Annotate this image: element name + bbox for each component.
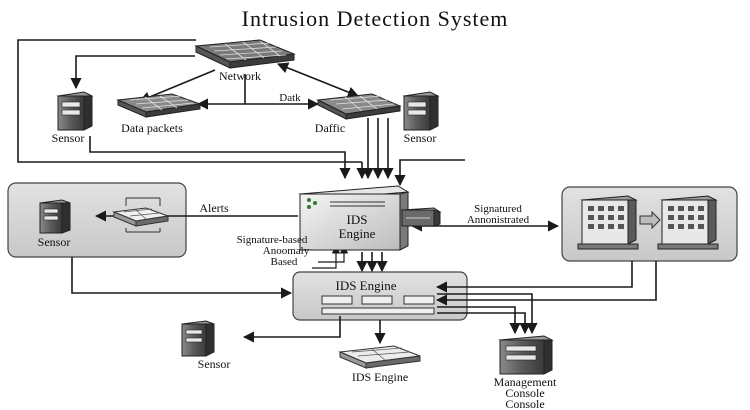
ids-engine-bottom-icon [338, 345, 421, 369]
link-signature-1 [312, 245, 341, 269]
center-slot-1 [321, 295, 353, 305]
label-ids-engine-center: IDS Engine [335, 278, 396, 293]
label-ids-engine-bottom: IDS Engine [352, 370, 408, 384]
label-signatured-2: Annonistrated [467, 214, 530, 226]
sensor-panel-icon [39, 199, 71, 234]
label-ids-engine-main-2: Engine [339, 226, 376, 241]
daffic-switch-icon [316, 93, 402, 120]
link-center-mgmt-2 [437, 312, 531, 335]
data-packets-switch-icon [116, 93, 201, 118]
center-slot-2 [361, 295, 393, 305]
link-sensor-panel-center [71, 257, 293, 299]
sensor-bottom-icon [181, 320, 215, 357]
label-datk: Datk [279, 92, 301, 104]
label-sensor-bottom: Sensor [198, 357, 231, 371]
diagram-title: Intrusion Detection System [242, 6, 509, 31]
link-signature-2 [318, 245, 349, 263]
management-console-icon [498, 335, 554, 375]
label-alerts: Alerts [199, 201, 229, 215]
label-network: Network [219, 69, 261, 83]
link-sensor-tl-engine [89, 136, 351, 180]
label-data-packets: Data packets [121, 121, 183, 135]
label-signature-1: Signature-based [237, 234, 308, 246]
center-slot-3 [403, 295, 435, 305]
link-network-daffic [276, 62, 360, 98]
label-ids-engine-main-1: IDS [347, 212, 368, 227]
link-top-loop [17, 39, 362, 163]
sensor-top-left-icon [56, 91, 94, 131]
link-right-loop [394, 159, 465, 187]
label-signature-2: Anoomaly [263, 245, 310, 257]
label-sensor-left-panel: Sensor [38, 235, 71, 249]
label-mgmt-2: Console [505, 386, 544, 400]
panel-switch-icon [112, 197, 169, 233]
label-sensor-top-right: Sensor [404, 131, 437, 145]
label-signatured-1: Signatured [474, 203, 522, 215]
label-daffic: Daffic [315, 121, 345, 135]
link-console-center-2 [435, 261, 657, 306]
label-mgmt-3: Console [505, 397, 544, 410]
ids-engine-main-icon [298, 185, 410, 251]
label-mgmt-1: Management [494, 375, 557, 389]
label-sensor-top-left: Sensor [52, 131, 85, 145]
link-console-center-1 [435, 261, 633, 293]
console-transfer-arrow [639, 210, 661, 230]
center-slot-bar [321, 307, 435, 315]
link-network-sensor [70, 55, 195, 90]
network-switch-icon [194, 39, 296, 69]
link-center-mgmt-1 [437, 306, 521, 335]
storage-drive-icon [400, 207, 442, 227]
console-building-left-icon [577, 195, 639, 250]
label-signature-3: Based [271, 256, 298, 268]
link-center-mgmt-3 [437, 293, 538, 335]
console-building-right-icon [657, 195, 719, 250]
sensor-top-right-icon [402, 91, 440, 131]
link-center-sensor-bottom [242, 316, 341, 343]
